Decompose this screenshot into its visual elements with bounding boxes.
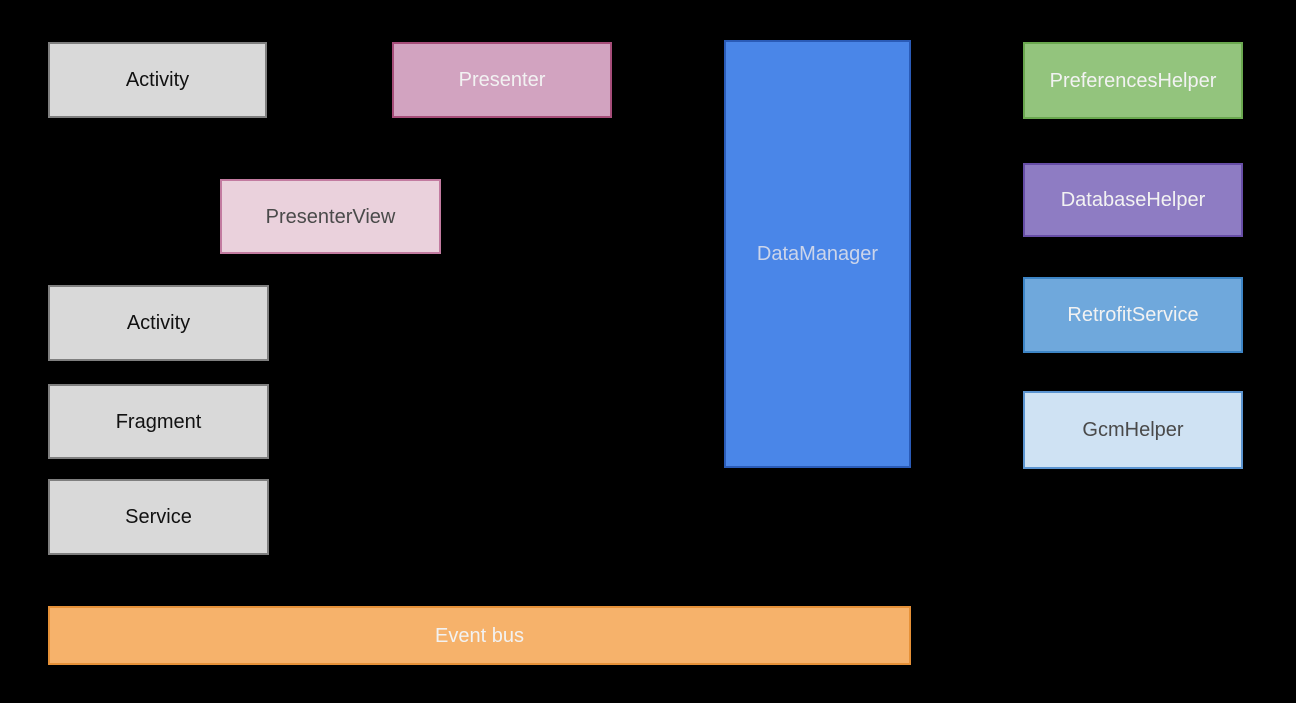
node-retrofit-service: RetrofitService (1023, 277, 1243, 353)
node-label: Service (125, 506, 192, 528)
node-label: RetrofitService (1067, 304, 1199, 326)
node-label: Event bus (435, 624, 524, 647)
node-label: Activity (125, 69, 190, 91)
node-presenter-view: PresenterView (220, 179, 441, 254)
node-label: Presenter (458, 69, 546, 91)
node-activity-top: Activity (48, 42, 267, 118)
node-service: Service (48, 479, 269, 555)
node-activity-mid: Activity (48, 285, 269, 361)
node-label: PresenterView (265, 205, 396, 228)
node-label: PreferencesHelper (1049, 69, 1217, 92)
node-event-bus: Event bus (48, 606, 911, 665)
node-data-manager: DataManager (724, 40, 911, 468)
node-label: DatabaseHelper (1060, 189, 1206, 211)
node-presenter: Presenter (392, 42, 612, 118)
node-gcm-helper: GcmHelper (1023, 391, 1243, 469)
node-label: Fragment (115, 410, 202, 433)
node-label: GcmHelper (1082, 419, 1184, 441)
node-preferences-helper: PreferencesHelper (1023, 42, 1243, 119)
node-database-helper: DatabaseHelper (1023, 163, 1243, 237)
node-label: DataManager (756, 243, 879, 265)
node-fragment: Fragment (48, 384, 269, 459)
node-label: Activity (126, 312, 191, 334)
